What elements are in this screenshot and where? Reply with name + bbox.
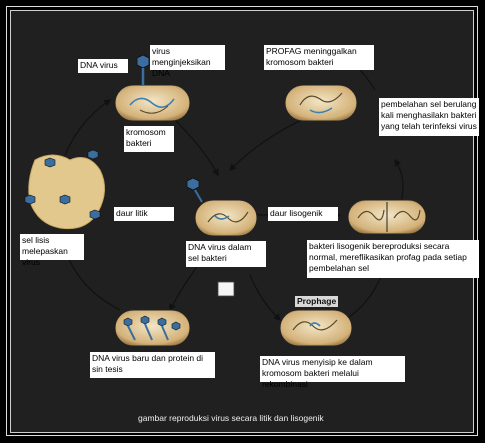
- arrow-left-top: [64, 99, 112, 156]
- label-dna-virus-baru: DNA virus baru dan protein di sin tesis: [90, 352, 215, 378]
- cell-bottom-right-prophage: [279, 309, 353, 347]
- cell-top-infected: [114, 54, 191, 122]
- arrow-top-to-center: [174, 119, 219, 177]
- empty-box: [217, 281, 235, 297]
- phage-icon-center: [186, 177, 203, 203]
- label-pembelahan: pembelahan sel berulang kali menghasilak…: [379, 98, 479, 136]
- label-daur-lisogenik: daur lisogenik: [268, 207, 338, 221]
- label-profag: PROFAG meninggalkan kromosom bakteri: [264, 45, 374, 70]
- arrow-right-loop-up: [394, 158, 404, 206]
- label-virus-injects: virus menginjeksikan DNA: [150, 45, 225, 78]
- caption: gambar reproduksi virus secara litik dan…: [138, 413, 324, 423]
- cells-dividing-right: [347, 199, 427, 235]
- label-bakteri-lisogenik: bakteri lisogenik bereproduksi secara no…: [307, 240, 479, 278]
- label-daur-litik: daur litik: [114, 207, 174, 221]
- label-dna-virus-dalam-sel: DNA virus dalam sel bakteri: [186, 241, 266, 267]
- cell-lysed-left: [24, 149, 105, 230]
- label-dna-virus: DNA virus: [78, 59, 128, 73]
- label-sel-lisis: sel lisis melepaskan virus: [20, 234, 84, 267]
- cell-top-right-profag: [284, 84, 358, 122]
- label-kromosom-bakteri: kromosom bakteri: [124, 126, 174, 152]
- label-prophage: Prophage: [295, 296, 339, 307]
- arrow-center-to-bottom-right: [249, 274, 282, 322]
- cell-bottom-left-new-phages: [114, 309, 191, 347]
- label-dna-virus-menyisip: DNA virus menyisip ke dalam kromosom bak…: [260, 356, 405, 389]
- cell-center-dna-inside: [186, 177, 258, 237]
- virus-cycle-diagram: [24, 54, 427, 347]
- phage-icon: [136, 54, 150, 86]
